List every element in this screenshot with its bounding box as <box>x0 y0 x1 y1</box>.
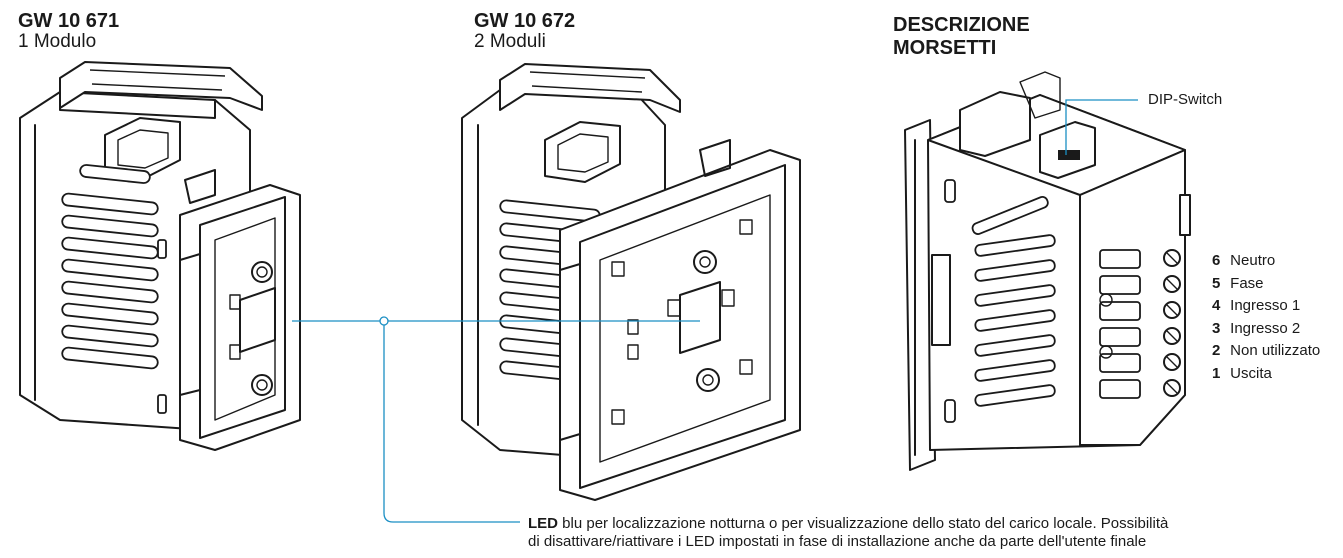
terminals-section-title: DESCRIZIONE MORSETTI <box>893 14 1030 60</box>
product-modules: 1 Modulo <box>18 31 97 52</box>
led-bold-label: LED <box>528 515 558 532</box>
device-terminals-drawing <box>904 71 1191 471</box>
terminal-number: 3 <box>1212 319 1221 337</box>
led-description-line1: LED blu per localizzazione notturna o pe… <box>528 515 1328 533</box>
product-modules: 2 Moduli <box>474 31 546 52</box>
terminal-number: 6 <box>1212 252 1221 269</box>
terminal-number: 1 <box>1212 364 1221 382</box>
product-code: GW 10 672 <box>474 10 576 32</box>
terminals-title-line2: MORSETTI <box>893 37 997 59</box>
terminal-label: Non utilizzato <box>1230 342 1321 359</box>
terminal-item: 3 Ingresso 2 <box>1212 318 1320 341</box>
terminal-item: 6 Neutro <box>1212 250 1320 273</box>
terminal-label: Ingresso 2 <box>1230 319 1301 337</box>
terminal-label: Ingresso 1 <box>1230 297 1301 314</box>
terminal-item: 1 Uscita <box>1212 363 1320 386</box>
dip-switch-leader-line <box>1065 99 1138 155</box>
dip-switch-label: DIP-Switch <box>1148 91 1223 108</box>
terminal-number: 4 <box>1212 297 1221 314</box>
terminal-number: 2 <box>1212 342 1221 359</box>
terminal-list: 6 Neutro 5 Fase 4 Ingresso 1 3 Ingresso … <box>1212 250 1320 385</box>
terminal-item: 4 Ingresso 1 <box>1212 295 1320 318</box>
terminal-label: Uscita <box>1230 364 1272 382</box>
terminal-item: 5 Fase <box>1212 273 1320 296</box>
led-description-text1: blu per localizzazione notturna o per vi… <box>558 515 1169 532</box>
terminals-title-line1: DESCRIZIONE <box>893 14 1030 36</box>
product-code: GW 10 671 <box>18 10 120 32</box>
product-heading-2-modules: GW 10 672 2 Moduli <box>474 10 575 53</box>
product-heading-1-module: GW 10 671 1 Modulo <box>18 10 119 53</box>
terminal-label: Fase <box>1230 274 1264 292</box>
device-1-module-drawing <box>19 61 301 451</box>
led-description: LED blu per localizzazione notturna o pe… <box>528 515 1328 551</box>
led-description-text2: di disattivare/riattivare i LED impostat… <box>528 533 1147 550</box>
terminal-label: Neutro <box>1230 252 1276 269</box>
terminal-number: 5 <box>1212 274 1221 292</box>
terminal-item: 2 Non utilizzato <box>1212 340 1320 363</box>
led-leader-lines <box>292 316 700 523</box>
device-2-modules-drawing <box>461 63 801 501</box>
